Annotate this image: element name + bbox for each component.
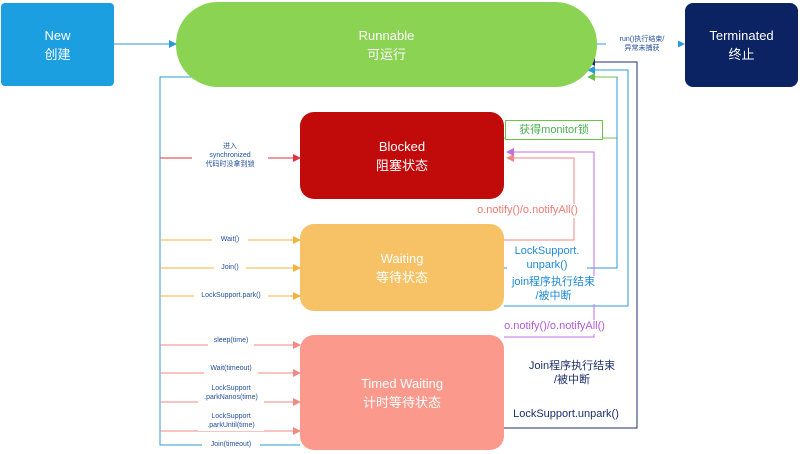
label-join-end-waiting-line1: join程序执行结束: [511, 276, 596, 288]
label-run-end: run()执行结束/ 异常未捕获: [606, 36, 678, 54]
state-waiting-name: Waiting: [380, 250, 424, 266]
arrow-waiting-to-blocked: [504, 154, 575, 241]
label-join-end-timed: Join程序执行结束 /被中断: [522, 360, 622, 388]
arrow-waiting-unpark: [504, 77, 618, 269]
label-unpark-waiting: LockSupport. unpark(): [507, 245, 587, 273]
label-unpark-timed: LockSupport.unpark(): [508, 408, 624, 422]
state-terminated-name: Terminated: [709, 28, 774, 43]
state-runnable: Runnable 可运行: [176, 2, 597, 87]
label-notify-to-blocked: o.notify()/o.notifyAll(): [470, 204, 585, 218]
arrow-timed-to-runnable: [504, 58, 638, 429]
label-join-end-waiting-line2: /被中断: [535, 289, 572, 302]
label-enter-synchronized-line1: 进入: [223, 143, 237, 150]
state-blocked-cn: 阻塞状态: [375, 157, 428, 173]
label-park-until-line2: .parkUntil(time): [207, 421, 255, 429]
state-waiting-cn: 等待状态: [375, 269, 428, 285]
state-timed-waiting-name: Timed Waiting: [360, 375, 444, 391]
arrow-timed-to-blocked: [504, 148, 595, 338]
label-notify-timed: o.notify()/o.notifyAll(): [497, 320, 612, 334]
label-run-end-line2: 异常未捕获: [624, 44, 660, 52]
state-blocked-name: Blocked: [378, 138, 426, 154]
label-park-until: LockSupport .parkUntil(time): [198, 413, 264, 431]
label-join-timeout: Join(timeout): [202, 441, 260, 450]
label-join: Join(): [214, 264, 246, 273]
label-locksupport-park: LockSupport.park(): [194, 292, 268, 301]
state-runnable-name: Runnable: [358, 27, 415, 43]
label-enter-synchronized-line3: 代码时没拿到锁: [205, 160, 255, 168]
state-waiting: Waiting 等待状态: [300, 224, 504, 311]
label-join-end-timed-line2: /被中断: [553, 373, 591, 386]
label-wait-timeout: Wait(timeout): [204, 365, 258, 374]
label-acquire-monitor: 获得monitor锁: [505, 120, 603, 140]
label-sleep-time: sleep(time): [208, 337, 254, 346]
state-timed-waiting-cn: 计时等待状态: [362, 394, 441, 410]
state-runnable-cn: 可运行: [366, 46, 406, 62]
state-terminated: Terminated 终止: [685, 3, 798, 87]
label-enter-synchronized: 进入 synchronized 代码时没拿到锁: [192, 143, 268, 170]
state-terminated-cn: 终止: [728, 47, 755, 62]
state-timed-waiting: Timed Waiting 计时等待状态: [300, 335, 504, 450]
label-unpark-waiting-line2: unpark(): [526, 258, 568, 271]
state-new-cn: 创建: [44, 46, 71, 62]
label-park-until-line1: LockSupport: [211, 413, 251, 420]
state-new-name: New: [44, 27, 71, 43]
state-blocked: Blocked 阻塞状态: [300, 112, 504, 199]
label-join-end-waiting: join程序执行结束 /被中断: [506, 276, 601, 304]
label-join-end-timed-line1: Join程序执行结束: [528, 360, 616, 372]
label-park-nanos: LockSupport .parkNanos(time): [198, 385, 264, 403]
label-unpark-waiting-line1: LockSupport.: [514, 245, 580, 257]
arrow-waiting-join-end: [504, 66, 629, 307]
state-new: New 创建: [1, 3, 114, 86]
label-wait: Wait(): [212, 236, 248, 245]
label-run-end-line1: run()执行结束/: [619, 36, 665, 43]
label-park-nanos-line1: LockSupport: [211, 385, 251, 392]
label-enter-synchronized-line2: synchronized: [209, 151, 251, 159]
label-park-nanos-line2: .parkNanos(time): [204, 393, 258, 401]
